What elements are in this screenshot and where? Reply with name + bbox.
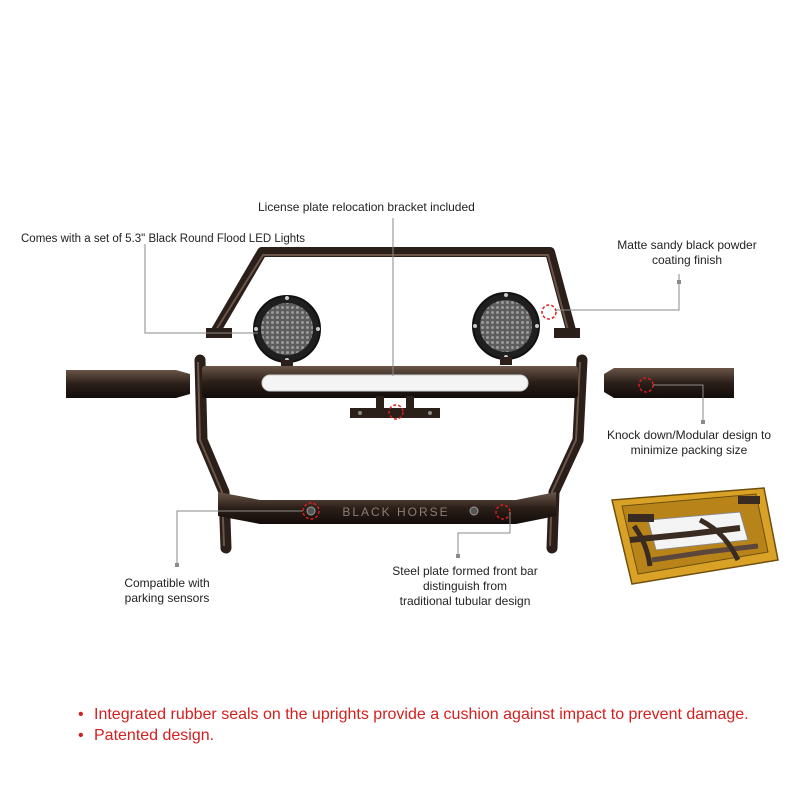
callout-parking-sensors-line1: Compatible with: [124, 576, 210, 590]
callout-parking-sensors: Compatible with parking sensors: [108, 576, 226, 606]
leader-knock: [653, 384, 704, 424]
light-bar: [261, 374, 529, 392]
leader-steel: [457, 512, 511, 556]
callout-steel-plate-line3: traditional tubular design: [399, 594, 531, 608]
leader-matte: [556, 274, 680, 311]
callout-parking-sensors-line2: parking sensors: [124, 591, 210, 605]
callout-modular-design-line1: Knock down/Modular design to: [606, 428, 772, 442]
callout-modular-design-line2: minimize packing size: [630, 443, 748, 457]
packing-box: [611, 487, 779, 585]
led-light-right: [472, 292, 540, 365]
callout-steel-plate: Steel plate formed front bar distinguish…: [372, 564, 558, 609]
parking-sensor-hole-left: [306, 506, 316, 516]
callout-steel-plate-line1: Steel plate formed front bar: [392, 564, 538, 578]
callout-powder-coating-line1: Matte sandy black powder: [617, 238, 757, 252]
feature-bullets: Integrated rubber seals on the uprights …: [78, 704, 749, 746]
callout-powder-coating: Matte sandy black powder coating finish: [596, 238, 778, 268]
callout-led-lights: Comes with a set of 5.3" Black Round Flo…: [21, 233, 306, 245]
callout-modular-design: Knock down/Modular design to minimize pa…: [596, 428, 782, 458]
callout-powder-coating-line2: coating finish: [651, 253, 723, 267]
license-plate-bracket: [350, 396, 440, 418]
upright-left: [194, 354, 232, 554]
side-bar-left: [66, 370, 190, 398]
marker-powder-coat: [541, 304, 557, 320]
parking-sensor-hole-right: [469, 506, 479, 516]
bullet-item: Integrated rubber seals on the uprights …: [78, 704, 749, 725]
top-hoop: [209, 247, 577, 337]
marker-parking-sensor: [302, 502, 320, 520]
callout-license-bracket: License plate relocation bracket include…: [258, 200, 475, 214]
front-bar: [218, 492, 556, 524]
upright-right: [546, 354, 588, 554]
callout-steel-plate-line2: distinguish from: [422, 579, 508, 593]
top-hoop-highlight: [215, 254, 569, 331]
side-bar-right: [604, 368, 734, 398]
leader-sensor: [176, 510, 303, 565]
bullet-item: Patented design.: [78, 725, 749, 746]
hoop-foot-right: [554, 328, 580, 338]
marker-license-bracket: [388, 404, 404, 420]
led-light-left: [253, 295, 321, 368]
leader-led: [144, 244, 258, 334]
bar-brand-text: BLACK HORSE: [342, 505, 449, 519]
